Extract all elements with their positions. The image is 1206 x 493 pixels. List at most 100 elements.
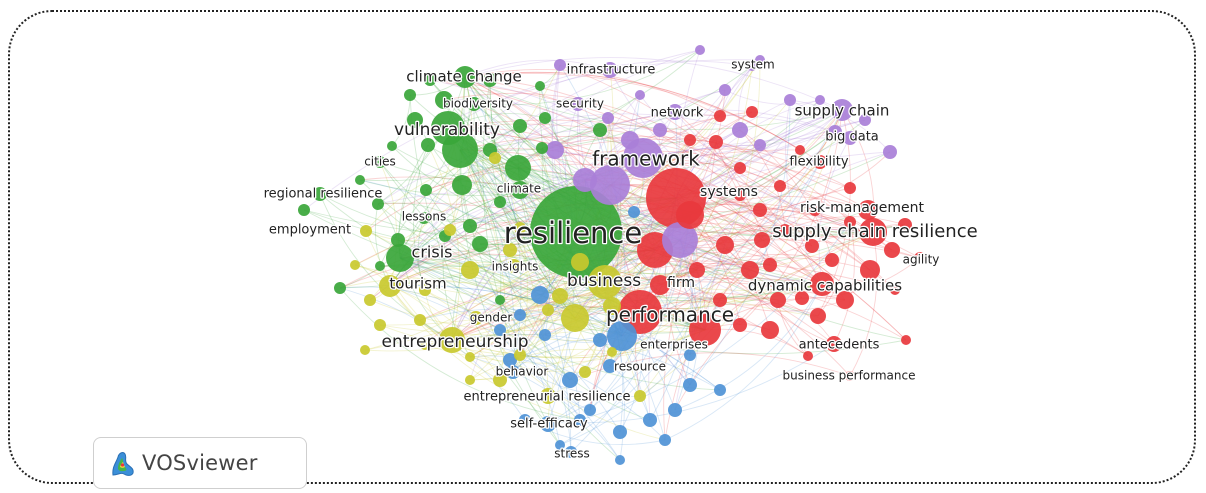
- keyword-label-entrepreneurship[interactable]: entrepreneurship: [380, 331, 529, 354]
- node-red-24[interactable]: [761, 321, 779, 339]
- node-red-14[interactable]: [753, 203, 767, 217]
- node-green-18[interactable]: [372, 198, 384, 210]
- keyword-label-supply-chain-resilience[interactable]: supply chain resilience: [771, 220, 979, 244]
- node-blue-9[interactable]: [555, 440, 565, 450]
- node-employment[interactable]: [360, 225, 372, 237]
- node-purple-6[interactable]: [719, 84, 731, 96]
- node-yellow-3[interactable]: [571, 253, 589, 271]
- keyword-label-infrastructure[interactable]: infrastructure: [565, 61, 656, 79]
- node-purple-7[interactable]: [784, 94, 796, 106]
- node-yellow-2[interactable]: [552, 288, 568, 304]
- node-green-3[interactable]: [435, 91, 453, 109]
- node-red-12[interactable]: [898, 218, 912, 232]
- keyword-label-framework[interactable]: framework: [591, 145, 702, 172]
- keyword-label-climate-change[interactable]: climate change: [405, 66, 523, 87]
- node-purple-12[interactable]: [653, 123, 667, 137]
- node-red-2[interactable]: [676, 201, 704, 229]
- node-climate-change[interactable]: [454, 66, 476, 88]
- node-yellow-12[interactable]: [465, 375, 475, 385]
- node-blue-14[interactable]: [539, 329, 551, 341]
- node-red-16[interactable]: [709, 135, 723, 149]
- keyword-label-business-performance[interactable]: business performance: [781, 367, 916, 384]
- node-red-0[interactable]: [689, 314, 721, 346]
- node-antecedents[interactable]: [826, 336, 842, 352]
- keyword-label-security[interactable]: security: [555, 95, 605, 112]
- node-red-4[interactable]: [754, 232, 770, 248]
- node-gender[interactable]: [469, 311, 483, 325]
- keyword-label-business[interactable]: business: [566, 270, 643, 293]
- keyword-label-system[interactable]: system: [730, 56, 776, 73]
- node-yellow-14[interactable]: [542, 304, 554, 316]
- node-flexibility[interactable]: [813, 155, 827, 169]
- keyword-label-lessons[interactable]: lessons: [401, 208, 448, 225]
- node-red-30[interactable]: [713, 293, 727, 307]
- node-purple-17[interactable]: [815, 95, 825, 105]
- node-red-7[interactable]: [795, 291, 809, 305]
- node-security[interactable]: [571, 97, 585, 111]
- keyword-label-crisis[interactable]: crisis: [410, 241, 453, 263]
- node-yellow-10[interactable]: [360, 345, 370, 355]
- node-yellow-20[interactable]: [489, 152, 501, 164]
- node-blue-7[interactable]: [668, 403, 682, 417]
- node-blue-1[interactable]: [494, 324, 506, 336]
- node-green-23[interactable]: [535, 81, 545, 91]
- keyword-label-systems[interactable]: systems: [699, 183, 759, 202]
- keyword-label-supply-chain[interactable]: supply chain: [793, 100, 890, 121]
- node-yellow-5[interactable]: [419, 284, 431, 296]
- node-agility[interactable]: [914, 252, 926, 264]
- node-green-25[interactable]: [463, 219, 477, 233]
- node-green-26[interactable]: [375, 261, 385, 271]
- node-green-17[interactable]: [536, 142, 548, 154]
- node-red-25[interactable]: [733, 318, 747, 332]
- node-blue-3[interactable]: [562, 372, 578, 388]
- node-supply-chain[interactable]: [831, 99, 853, 121]
- node-purple-5[interactable]: [695, 45, 705, 55]
- node-red-31[interactable]: [689, 262, 705, 278]
- node-green-13[interactable]: [539, 112, 551, 124]
- keyword-label-entrepreneurial-resilience[interactable]: entrepreneurial resilience: [462, 388, 631, 406]
- node-behavior[interactable]: [506, 365, 520, 379]
- node-green-21[interactable]: [424, 74, 436, 86]
- node-system[interactable]: [747, 61, 757, 71]
- node-resilience[interactable]: [530, 186, 622, 278]
- node-yellow-4[interactable]: [461, 261, 479, 279]
- keyword-label-self-efficacy[interactable]: self-efficacy: [509, 415, 589, 433]
- node-green-11[interactable]: [391, 233, 405, 247]
- node-red-8[interactable]: [810, 308, 826, 324]
- node-red-20[interactable]: [774, 180, 786, 192]
- node-green-19[interactable]: [420, 184, 432, 196]
- keyword-label-resource[interactable]: resource: [613, 358, 667, 375]
- node-dynamic-capabilities[interactable]: [810, 272, 834, 296]
- keyword-label-dynamic-capabilities[interactable]: dynamic capabilities: [747, 275, 904, 296]
- node-green-7[interactable]: [387, 141, 397, 151]
- node-big-data[interactable]: [843, 131, 857, 145]
- node-crisis[interactable]: [386, 244, 414, 272]
- node-blue-15[interactable]: [659, 434, 671, 446]
- node-entrepreneurial-resilience[interactable]: [540, 388, 556, 404]
- node-red-21[interactable]: [795, 145, 805, 155]
- node-red-17[interactable]: [684, 134, 696, 146]
- node-red-28[interactable]: [890, 285, 900, 295]
- keyword-label-biodiversity[interactable]: biodiversity: [442, 95, 515, 112]
- node-red-35[interactable]: [734, 189, 746, 201]
- node-green-2[interactable]: [452, 175, 472, 195]
- keyword-label-firm[interactable]: firm: [666, 274, 696, 293]
- node-infrastructure[interactable]: [602, 62, 618, 78]
- node-business[interactable]: [588, 265, 622, 299]
- node-blue-10[interactable]: [615, 455, 625, 465]
- node-purple-11[interactable]: [754, 139, 766, 151]
- keyword-label-employment[interactable]: employment: [268, 221, 353, 239]
- node-blue-17[interactable]: [514, 309, 526, 321]
- node-blue-6[interactable]: [643, 413, 657, 427]
- node-green-8[interactable]: [355, 175, 365, 185]
- node-red-22[interactable]: [844, 182, 856, 194]
- node-red-32[interactable]: [779, 224, 791, 236]
- node-red-13[interactable]: [805, 239, 819, 253]
- node-biodiversity[interactable]: [467, 97, 481, 111]
- keyword-label-enterprises[interactable]: enterprises: [639, 336, 709, 353]
- keyword-label-agility[interactable]: agility: [901, 251, 940, 268]
- node-yellow-17[interactable]: [607, 347, 617, 357]
- node-red-9[interactable]: [836, 291, 854, 309]
- node-green-27[interactable]: [495, 295, 505, 305]
- node-red-19[interactable]: [746, 106, 758, 118]
